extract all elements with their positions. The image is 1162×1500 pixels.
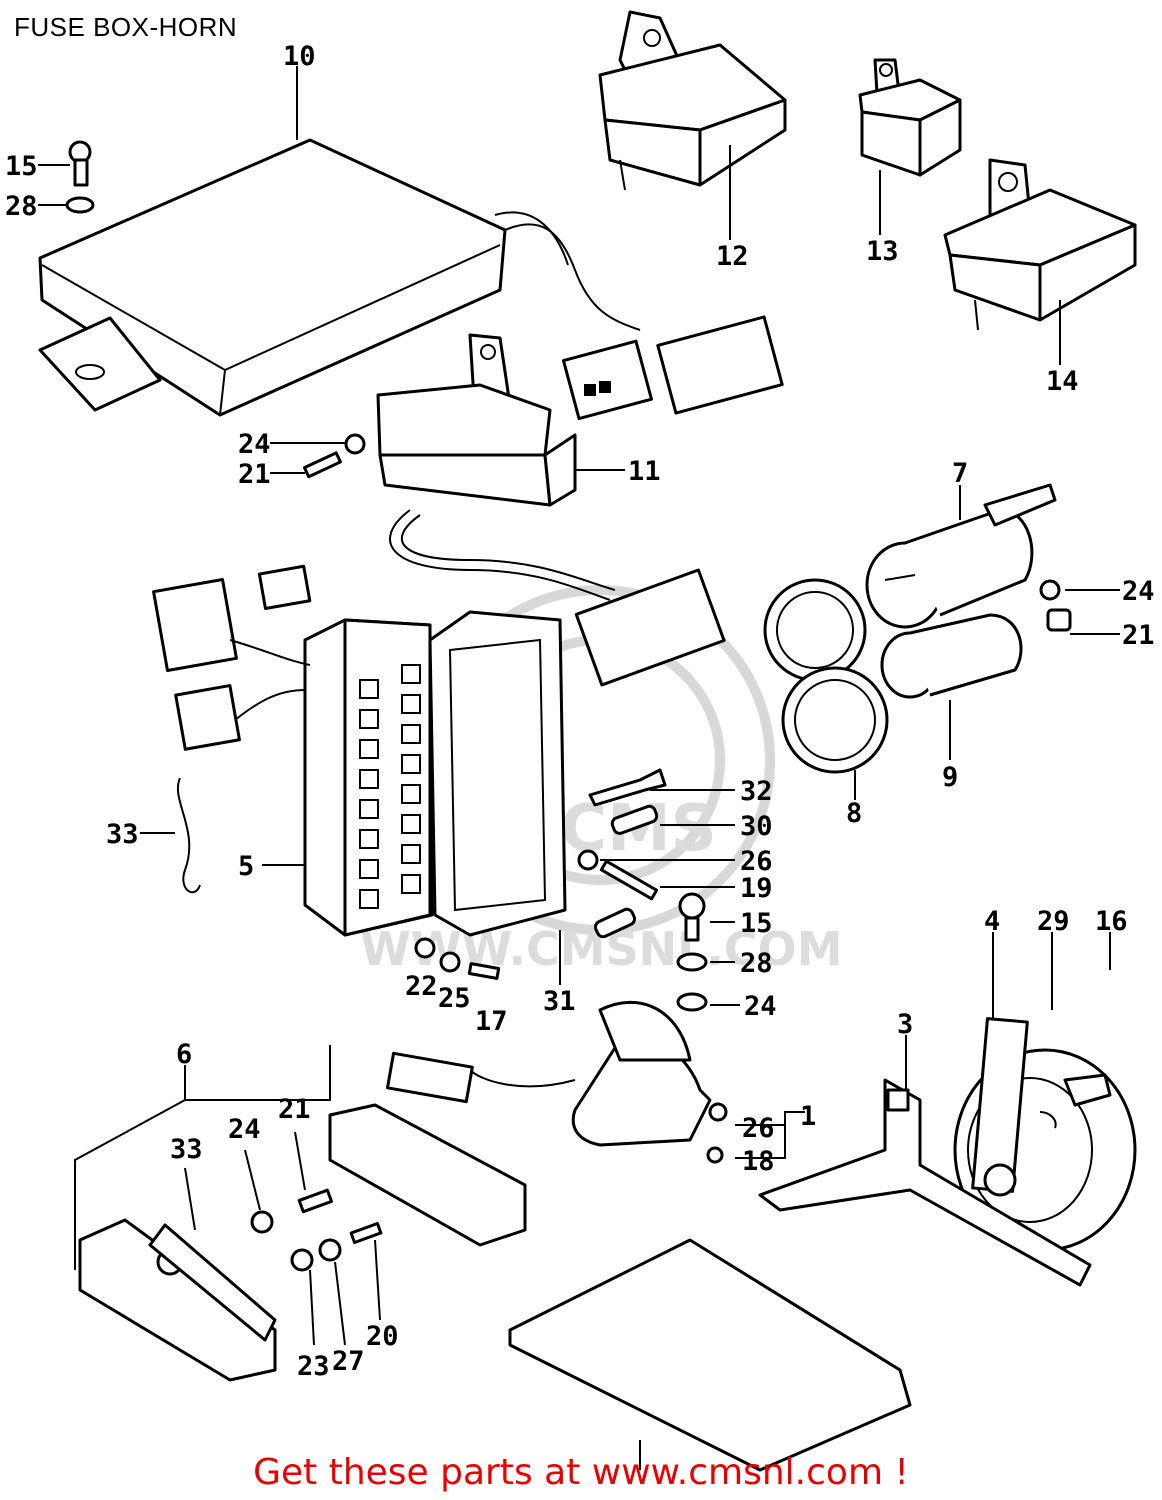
callout-23: 23 bbox=[297, 1351, 330, 1382]
callout-10: 10 bbox=[283, 41, 316, 72]
callout-3: 3 bbox=[897, 1009, 913, 1040]
callout-30: 30 bbox=[740, 811, 773, 842]
callout-24: 24 bbox=[238, 429, 271, 460]
fuse-box-hardware bbox=[65, 140, 1072, 1012]
callout-33: 33 bbox=[106, 819, 139, 850]
callout-8: 8 bbox=[846, 798, 862, 829]
callout-12: 12 bbox=[716, 241, 749, 272]
part-6-fuse-box-mount bbox=[78, 1103, 527, 1382]
callout-21: 21 bbox=[1122, 620, 1155, 651]
callout-22: 22 bbox=[405, 971, 438, 1002]
part-13-relay bbox=[858, 58, 962, 177]
callout-1: 1 bbox=[800, 1101, 816, 1132]
callout-24: 24 bbox=[1122, 576, 1155, 607]
callout-19: 19 bbox=[740, 873, 773, 904]
callout-18: 18 bbox=[742, 1146, 775, 1177]
fuse-slots bbox=[359, 664, 421, 909]
callout-25: 25 bbox=[438, 983, 471, 1014]
callout-27: 27 bbox=[332, 1346, 365, 1377]
callout-9: 9 bbox=[942, 762, 958, 793]
callout-24: 24 bbox=[228, 1114, 261, 1145]
callout-21: 21 bbox=[278, 1094, 311, 1125]
callout-28: 28 bbox=[740, 948, 773, 979]
part-12-relay bbox=[598, 10, 787, 191]
part-8-condenser-holder bbox=[763, 578, 889, 774]
base-plate bbox=[508, 1238, 912, 1472]
diagram-title: FUSE BOX-HORN bbox=[14, 12, 238, 42]
part-5-fuse-box bbox=[152, 564, 567, 937]
callout-14: 14 bbox=[1046, 366, 1079, 397]
part-11-relay-box bbox=[376, 333, 726, 687]
get-parts-link[interactable]: Get these parts at www.cmsnl.com ! bbox=[253, 1452, 909, 1493]
callout-31: 31 bbox=[543, 986, 576, 1017]
callout-26: 26 bbox=[742, 1113, 775, 1144]
callout-11: 11 bbox=[628, 456, 661, 487]
callout-16: 16 bbox=[1095, 906, 1128, 937]
part-3-horn-bracket bbox=[758, 1073, 1112, 1287]
callout-4: 4 bbox=[984, 906, 1000, 937]
callout-29: 29 bbox=[1037, 906, 1070, 937]
callout-20: 20 bbox=[366, 1321, 399, 1352]
part-10-control-unit bbox=[38, 138, 784, 421]
part-1-horn-relay bbox=[385, 1000, 728, 1164]
callout-6: 6 bbox=[176, 1039, 192, 1070]
callout-15: 15 bbox=[5, 151, 38, 182]
callout-17: 17 bbox=[475, 1006, 508, 1037]
callout-labels: 10 12 13 14 15 28 24 21 11 7 24 21 8 9 3… bbox=[5, 41, 1155, 1382]
part-14-relay bbox=[943, 158, 1137, 331]
part-9-condenser bbox=[880, 613, 1023, 699]
leader-lines bbox=[38, 66, 1120, 1470]
callout-24: 24 bbox=[744, 991, 777, 1022]
callout-32: 32 bbox=[740, 776, 773, 807]
callout-26: 26 bbox=[740, 846, 773, 877]
part-7-condenser bbox=[865, 483, 1057, 629]
callout-28: 28 bbox=[5, 191, 38, 222]
callout-7: 7 bbox=[952, 458, 968, 489]
callout-15: 15 bbox=[740, 908, 773, 939]
callout-13: 13 bbox=[866, 236, 899, 267]
callout-5: 5 bbox=[238, 851, 254, 882]
callout-21: 21 bbox=[238, 459, 271, 490]
callout-33: 33 bbox=[170, 1134, 203, 1165]
